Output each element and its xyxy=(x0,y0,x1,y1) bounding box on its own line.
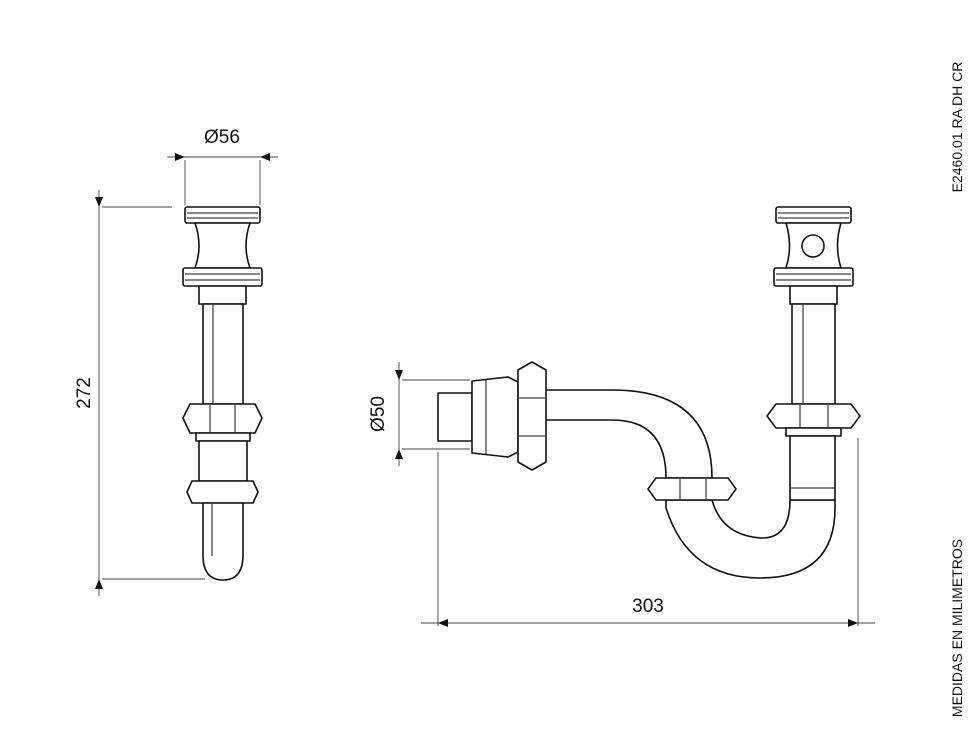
dimension-outlet-diameter: Ø50 xyxy=(368,362,470,466)
total-width-label: 303 xyxy=(632,596,664,617)
units-note: MEDIDAS EN MILIMETROS xyxy=(949,539,965,717)
top-diameter-label: Ø56 xyxy=(204,127,240,148)
total-height-label: 272 xyxy=(74,377,95,409)
product-code: E2460.01 RA DH CR xyxy=(949,62,965,193)
side-view xyxy=(182,206,263,581)
front-view xyxy=(437,206,861,579)
dimension-total-height: 272 xyxy=(74,190,205,596)
dimension-top-diameter: Ø56 xyxy=(167,127,278,205)
dimension-total-width: 303 xyxy=(421,438,875,627)
outlet-diameter-label: Ø50 xyxy=(368,396,389,432)
